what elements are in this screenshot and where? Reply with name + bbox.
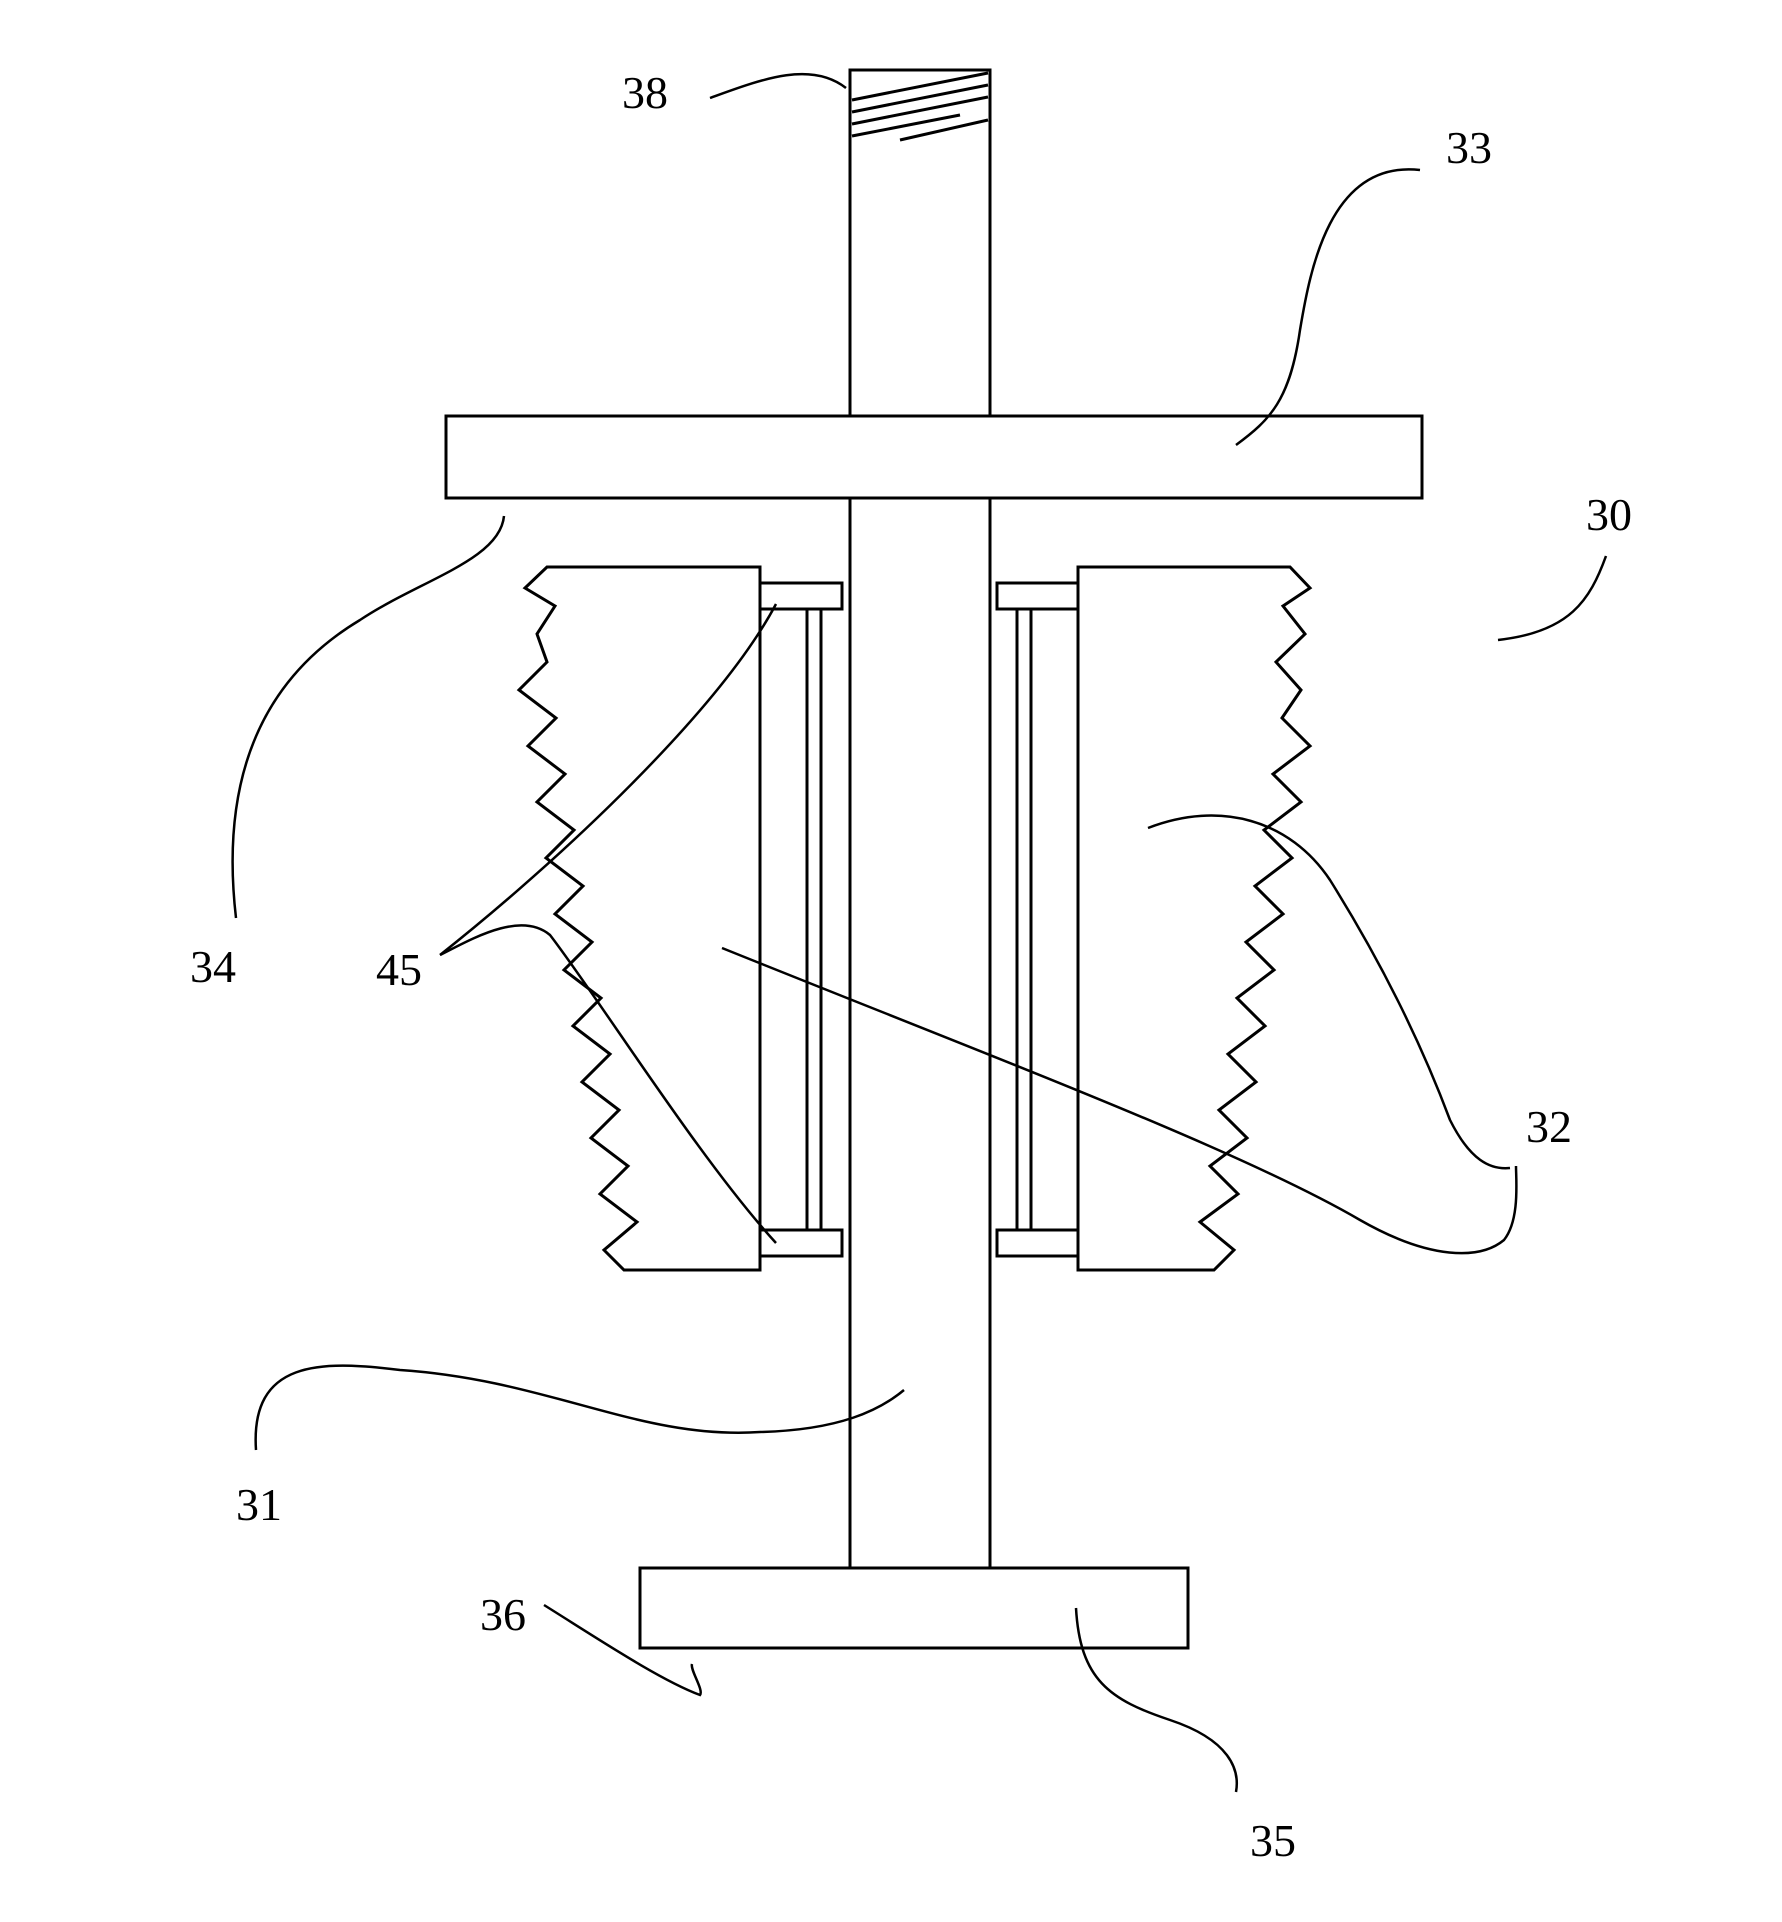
- leader-34: [233, 516, 504, 918]
- label-34: 34: [190, 941, 236, 992]
- top-plate: [446, 416, 1422, 498]
- leader-31: [256, 1366, 904, 1450]
- label-31: 31: [236, 1479, 282, 1530]
- label-32: 32: [1526, 1101, 1572, 1152]
- leader-38: [710, 74, 846, 98]
- bottom-base: [640, 1568, 1188, 1648]
- label-35: 35: [1250, 1815, 1296, 1866]
- left-vertical-rod: [807, 609, 821, 1230]
- leader-30: [1498, 556, 1606, 640]
- label-33: 33: [1446, 122, 1492, 173]
- left-lower-bar: [760, 1230, 842, 1256]
- left-upper-bar: [760, 583, 842, 609]
- right-serrated-sleeve: [997, 567, 1310, 1270]
- leader-33: [1236, 169, 1420, 445]
- label-36: 36: [480, 1589, 526, 1640]
- right-upper-bar: [997, 583, 1078, 609]
- label-30: 30: [1586, 489, 1632, 540]
- central-shaft: [850, 70, 990, 1570]
- right-lower-bar: [997, 1230, 1078, 1256]
- right-vertical-rod: [1017, 609, 1031, 1230]
- left-serrated-sleeve: [519, 567, 842, 1270]
- label-38: 38: [622, 67, 668, 118]
- label-45: 45: [376, 944, 422, 995]
